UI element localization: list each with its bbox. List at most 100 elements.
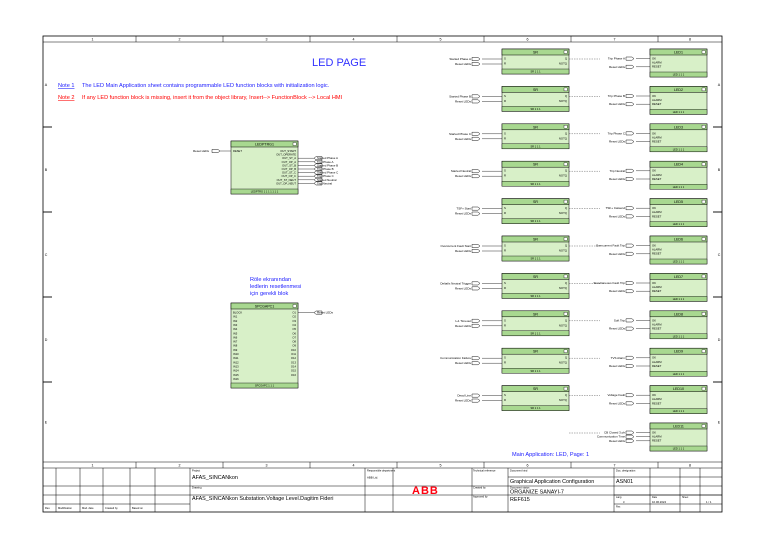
block-footer	[649, 296, 708, 302]
note-1: Note 1 The LED Main Application sheet co…	[58, 83, 330, 89]
lock-icon	[701, 349, 706, 353]
led-pin-reset: RESET	[652, 65, 662, 69]
input-connector-icon	[471, 356, 481, 361]
sheet-frame	[42, 35, 723, 513]
block-footer	[649, 183, 708, 190]
sr-pin-notq: NOTQ	[559, 323, 568, 327]
led-pin-alarm: ALARM	[652, 248, 662, 252]
sr-reset-signal: Reset LEDs	[455, 249, 472, 253]
led-reset-signal: Reset LEDs	[609, 214, 626, 218]
led-pin-alarm: ALARM	[652, 135, 662, 139]
sr-pin-s: S	[504, 131, 506, 135]
spcgapc-output-pin: O13	[291, 360, 297, 364]
block-header	[501, 160, 570, 168]
block-header	[649, 123, 708, 131]
sr-reset-signal: Reset LEDs	[455, 324, 472, 328]
sr-reset-signal: Reset LEDs	[455, 286, 472, 290]
led-pin-alarm: ALARM	[652, 210, 662, 214]
output-connector-icon	[313, 181, 323, 186]
led-pin-ok: OK	[652, 57, 656, 61]
led-pin-alarm: ALARM	[652, 397, 662, 401]
led-reset-signal: Reset LEDs	[609, 177, 626, 181]
date-label: Date	[652, 496, 658, 499]
column-label-bottom: 7	[614, 464, 616, 468]
input-connector-icon	[471, 281, 481, 286]
sr-set-signal: Communication Failure	[440, 356, 471, 360]
led-pin-ok: OK	[652, 131, 656, 135]
block-footer	[649, 71, 708, 78]
block-title: LED1	[674, 51, 683, 55]
output-connector-icon	[313, 156, 323, 161]
sr-reset-signal: Reset LEDs	[455, 62, 472, 66]
lock-icon	[563, 312, 568, 316]
block-footer	[501, 68, 570, 75]
block-footer	[649, 109, 708, 115]
led-pin-reset: RESET	[652, 439, 662, 443]
note-2-label: Note 2	[58, 95, 74, 101]
block-footer-label: LED 1 1 1	[673, 372, 685, 376]
project-value: AFAS_SINCANkon	[192, 475, 238, 481]
spcgapc-input-pin: IN11	[233, 356, 239, 360]
ledptrg-output-pin: OUT_ST_A	[282, 156, 296, 160]
technical-label: Technical reference	[473, 469, 496, 473]
block-header	[649, 86, 708, 93]
sr-pin-q: Q	[565, 131, 568, 135]
output-connector-icon	[313, 310, 323, 315]
input-connector-icon	[625, 326, 635, 331]
lang-label: Lang.	[616, 496, 622, 499]
sheet-label: Sheet	[682, 496, 689, 499]
spcgapc-output-pin: O9	[292, 344, 296, 348]
ledptrg-output-pin: OUT_START	[280, 149, 296, 153]
led-pin-alarm: ALARM	[652, 98, 662, 102]
block-footer-label: LED 1 1 1	[673, 297, 685, 301]
led-ok-signal: Voltage Fault	[607, 393, 625, 397]
sr-reset-signal: Reset LEDs	[455, 137, 472, 141]
spcgapc-output-pin: O14	[291, 364, 297, 368]
block-footer	[230, 188, 299, 195]
block-footer-label: SPCGAPC 1 1 1	[255, 384, 275, 388]
block-title: SR	[533, 200, 538, 204]
lock-icon	[292, 142, 297, 146]
block-header	[649, 48, 708, 56]
comment-line-1: Röle ekranından	[250, 277, 291, 283]
input-connector-icon	[211, 149, 221, 153]
led-ok2-signal: Communication Time	[597, 435, 626, 439]
abb-logo: ABB	[412, 485, 439, 497]
sr-pin-r: R	[504, 361, 506, 365]
ledptrg-output-pin: OUT_ST_B	[282, 163, 296, 167]
input-connector-icon	[471, 206, 481, 211]
block-footer-label: LED 1 1 1	[673, 409, 685, 413]
spcgapc-input-pin: IN3	[233, 323, 238, 327]
column-label-bottom: 1	[92, 464, 94, 468]
input-connector-icon	[471, 62, 481, 66]
sr-pin-notq: NOTQ	[559, 211, 568, 215]
input-connector-icon	[625, 139, 635, 144]
input-connector-icon	[625, 168, 635, 173]
block-footer-label: LED 1 1 1	[673, 110, 685, 114]
